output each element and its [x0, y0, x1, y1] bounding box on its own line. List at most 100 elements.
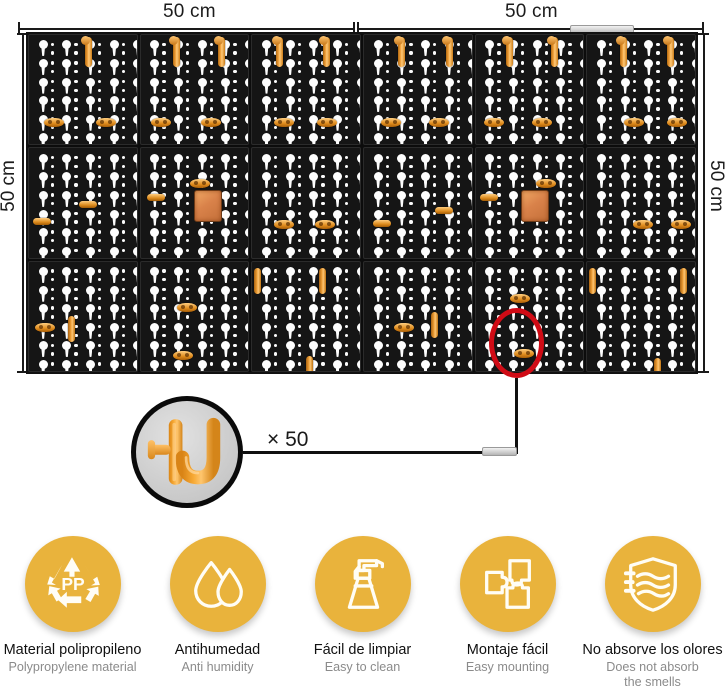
peg-hole	[409, 144, 412, 145]
keyhole-slot	[668, 172, 678, 189]
keyhole-slot	[509, 114, 519, 132]
keyhole-slot	[356, 59, 360, 76]
peg-hole	[345, 258, 348, 259]
peg-hole	[520, 287, 525, 292]
keyhole-slot	[285, 96, 295, 113]
keyhole-slot	[668, 209, 678, 227]
pegboard-hook-side	[168, 36, 180, 68]
keyhole-slot	[309, 77, 319, 95]
peg-hole	[162, 371, 165, 372]
peg-hole	[608, 343, 613, 348]
keyhole-slot	[150, 209, 160, 227]
peg-hole	[162, 362, 166, 366]
peg-hole	[273, 135, 278, 139]
peg-hole	[568, 98, 572, 102]
keyhole-slot	[485, 153, 495, 171]
keyhole-slot	[262, 267, 272, 284]
pegboard-panel	[586, 147, 696, 259]
keyhole-slot	[285, 228, 295, 245]
peg-hole	[162, 211, 166, 216]
peg-hole	[185, 98, 190, 102]
keyhole-slot	[597, 285, 607, 303]
keyhole-slot	[309, 304, 319, 321]
peg-hole	[385, 174, 389, 178]
peg-hole	[679, 343, 684, 348]
peg-hole	[656, 42, 660, 47]
peg-hole	[121, 325, 125, 329]
peg-hole	[656, 296, 660, 301]
peg-hole	[297, 61, 301, 65]
keyhole-slot	[421, 228, 431, 245]
keyhole-slot	[62, 96, 72, 113]
peg-hole	[50, 88, 54, 92]
keyhole-slot	[532, 285, 542, 303]
peg-hole	[432, 125, 437, 130]
keyhole-slot	[468, 77, 472, 95]
peg-hole	[608, 88, 613, 92]
peg-hole	[233, 211, 237, 216]
peg-hole	[679, 352, 684, 356]
keyhole-slot	[580, 322, 584, 340]
peg-hole	[97, 278, 102, 282]
peg-hole	[409, 42, 413, 47]
keyhole-slot	[356, 77, 360, 95]
keyhole-slot	[532, 96, 542, 113]
peg-hole	[162, 51, 166, 55]
keyhole-slot	[356, 360, 360, 371]
peg-hole	[185, 116, 190, 121]
peg-hole	[74, 61, 78, 65]
callout-leader-horizontal	[243, 451, 518, 454]
keyhole-slot	[691, 246, 695, 258]
peg-hole	[520, 125, 525, 130]
peg-hole	[297, 211, 301, 216]
keyhole-slot	[580, 341, 584, 358]
peg-hole	[74, 211, 78, 216]
keyhole-slot	[62, 341, 72, 358]
peg-hole	[273, 69, 278, 74]
peg-hole	[50, 296, 54, 301]
keyhole-slot	[262, 40, 272, 57]
keyhole-slot	[668, 304, 678, 321]
keyhole-slot	[468, 153, 472, 171]
peg-hole	[297, 164, 301, 169]
keyhole-slot	[644, 228, 654, 245]
pegboard-hook-vertical	[654, 357, 662, 371]
peg-hole	[632, 135, 636, 139]
peg-hole	[456, 325, 460, 329]
pegboard-accessory-block	[194, 189, 223, 222]
keyhole-slot	[373, 304, 383, 321]
keyhole-slot	[468, 133, 472, 144]
pegboard-hook-front	[316, 118, 337, 128]
peg-hole	[521, 258, 524, 259]
peg-hole	[520, 116, 525, 121]
peg-hole	[497, 248, 501, 253]
peg-hole	[632, 98, 636, 102]
pegboard-hook-side	[394, 36, 406, 68]
keyhole-slot	[421, 172, 431, 189]
pegboard-hook-front	[200, 118, 221, 128]
keyhole-slot	[197, 360, 207, 371]
peg-hole	[121, 333, 125, 338]
peg-hole	[497, 269, 501, 273]
peg-hole	[409, 69, 413, 74]
keyhole-slot	[333, 341, 343, 358]
peg-hole	[344, 69, 349, 74]
peg-hole	[344, 155, 349, 160]
peg-hole	[50, 239, 54, 243]
peg-hole	[568, 88, 572, 92]
peg-hole	[656, 164, 660, 169]
pegboard-hook-bar	[479, 194, 498, 202]
keyhole-slot	[109, 77, 119, 95]
peg-hole	[209, 287, 213, 292]
keyhole-slot	[221, 209, 231, 227]
keyhole-slot	[262, 285, 272, 303]
peg-hole	[344, 98, 349, 102]
keyhole-slot	[668, 228, 678, 245]
keyhole-slot	[150, 267, 160, 284]
peg-hole	[344, 220, 349, 224]
peg-hole	[432, 269, 437, 273]
keyhole-slot	[444, 209, 454, 227]
peg-hole	[122, 371, 125, 372]
pegboard-panel	[362, 147, 473, 259]
peg-hole	[456, 211, 460, 216]
